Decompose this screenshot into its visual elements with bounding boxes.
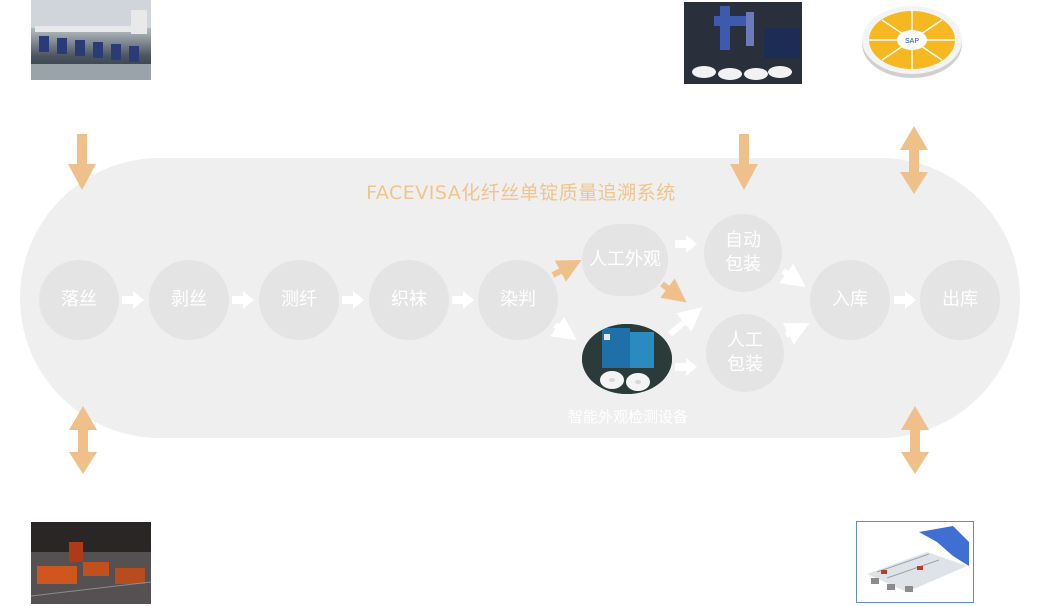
- down-arrow-top-right: [730, 134, 758, 190]
- flow-arrow-7: [894, 291, 916, 309]
- node-ruku: 入库: [810, 260, 890, 340]
- flow-arrow-waiguan-to-pack: [660, 278, 687, 303]
- node-cexian: 测纤: [259, 260, 339, 340]
- node-luosi: 落丝: [39, 260, 119, 340]
- flow-arrow-device-to-auto: [668, 307, 703, 337]
- production-line-photo: [31, 0, 151, 80]
- flow-arrow-6: [675, 358, 697, 376]
- node-rengong-baozhuang: 人工包装: [706, 314, 784, 392]
- down-arrow-top-left: [68, 134, 96, 190]
- flow-arrow-ranpan-to-waiguan: [551, 259, 582, 282]
- node-zidong-baozhuang: 自动包装: [704, 214, 782, 292]
- node-zhiwa: 织袜: [369, 260, 449, 340]
- bidirectional-arrow-bottom-right: [901, 406, 929, 474]
- flow-arrow-auto-to-ruku: [779, 263, 806, 288]
- node-chuku: 出库: [920, 260, 1000, 340]
- flow-arrow-manual-to-ruku: [782, 323, 810, 345]
- flow-arrow-1: [122, 291, 144, 309]
- node-ranpan: 染判: [478, 260, 558, 340]
- flow-arrow-4: [452, 291, 474, 309]
- bidirectional-arrow-top-right: [900, 126, 928, 194]
- automated-warehouse-3d: [856, 521, 974, 603]
- flow-arrow-ranpan-to-device: [550, 316, 577, 341]
- diagram-title: FACEVISA化纤丝单锭质量追溯系统: [366, 182, 676, 204]
- sap-logo: SAP: [905, 38, 919, 45]
- bidirectional-arrow-bottom-left: [69, 406, 97, 474]
- flow-arrow-2: [232, 291, 254, 309]
- node-bosi: 剥丝: [149, 260, 229, 340]
- robot-packing-photo: [684, 2, 802, 84]
- flow-arrow-5: [675, 235, 697, 253]
- agv-workshop-photo: [31, 522, 151, 604]
- inspection-device-photo: [582, 324, 672, 394]
- flow-arrow-3: [342, 291, 364, 309]
- sap-modules-graphic: SAP: [858, 2, 966, 80]
- device-caption: 智能外观检测设备: [567, 408, 688, 426]
- node-rengong-waiguan: 人工外观: [582, 224, 668, 296]
